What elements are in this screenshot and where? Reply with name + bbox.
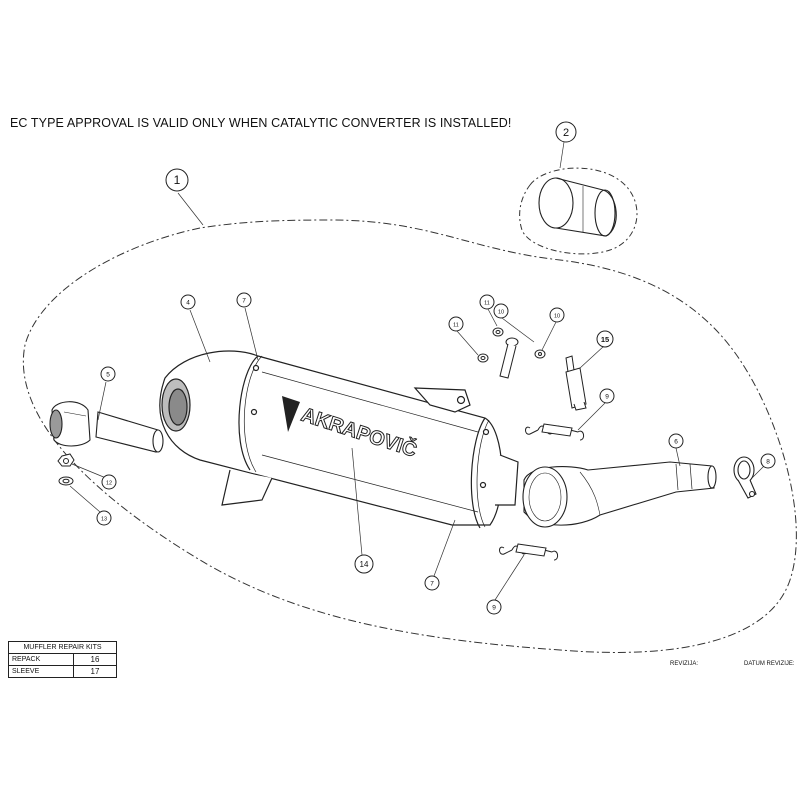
datum-revizije-label: DATUM REVIZIJE: (744, 661, 795, 667)
callout-10b-label: 10 (554, 314, 560, 320)
repair-kit-label: SLEEVE (8, 665, 74, 678)
callout-11b (448, 316, 464, 332)
callout-12-label: 12 (106, 481, 112, 487)
revizija-label: REVIZIJA: (670, 661, 699, 667)
callout-7b (424, 575, 440, 591)
sensor-plug (565, 355, 587, 411)
repair-kit-row: REPACK 16 (8, 653, 117, 666)
muffler-body (159, 350, 519, 529)
callout-2-label: 2 (563, 127, 569, 139)
callout-9b (486, 599, 502, 615)
repair-kit-item-number: 16 (73, 653, 117, 666)
callout-1-label: 1 (174, 173, 181, 187)
callout-9a-label: 9 (605, 394, 609, 401)
clamp (733, 456, 757, 499)
callout-4-label: 4 (186, 300, 190, 307)
repair-kit-row: SLEEVE 17 (8, 665, 117, 678)
repair-kits-header-row: MUFFLER REPAIR KITS (8, 641, 117, 654)
callout-7a (236, 292, 252, 308)
nut (57, 453, 75, 467)
callout-13 (96, 510, 112, 526)
callout-6 (668, 433, 684, 449)
callout-8 (760, 453, 776, 469)
washer-11-upper (492, 327, 504, 337)
washer-11-lower (477, 353, 489, 363)
callout-1 (165, 168, 189, 192)
callout-12 (101, 474, 117, 490)
callout-8-label: 8 (766, 459, 770, 466)
muffler-repair-kits-table: MUFFLER REPAIR KITS REPACK 16 SLEEVE 17 (8, 641, 117, 678)
repair-kit-label: REPACK (8, 653, 74, 666)
callout-9a (599, 388, 615, 404)
callout-15-label: 15 (601, 335, 609, 344)
callout-6-label: 6 (674, 439, 678, 446)
callout-11b-label: 11 (453, 323, 459, 329)
callout-4 (180, 294, 196, 310)
callout-14 (354, 554, 374, 574)
callout-11a-label: 11 (484, 301, 490, 307)
callout-7a-label: 7 (242, 298, 246, 305)
link-pipe (522, 461, 717, 528)
callout-5-label: 5 (106, 372, 110, 379)
bolt-10-right (534, 349, 546, 359)
callout-14-label: 14 (360, 560, 369, 569)
callout-10b (549, 307, 565, 323)
callout-15 (596, 330, 614, 348)
callout-2 (555, 121, 577, 143)
repair-kits-title: MUFFLER REPAIR KITS (8, 641, 117, 654)
spring-lower (499, 543, 559, 561)
callout-5 (100, 366, 116, 382)
assembly-boundary (22, 219, 797, 653)
type-approval-notice: EC TYPE APPROVAL IS VALID ONLY WHEN CATA… (10, 116, 512, 130)
callout-13-label: 13 (101, 517, 107, 523)
inlet-pipe (49, 401, 164, 453)
callout-10a (493, 303, 509, 319)
spring-upper (525, 423, 585, 441)
callout-10a-label: 10 (498, 310, 504, 316)
callout-7b-label: 7 (430, 581, 434, 588)
callout-9b-label: 9 (492, 605, 496, 612)
catalytic-converter-sleeve (538, 177, 617, 237)
item-2-boundary (519, 167, 638, 255)
callout-11a (479, 294, 495, 310)
washer (58, 476, 74, 486)
leader-lines (69, 141, 765, 601)
bolt-10-left (499, 337, 519, 379)
repair-kit-item-number: 17 (73, 665, 117, 678)
